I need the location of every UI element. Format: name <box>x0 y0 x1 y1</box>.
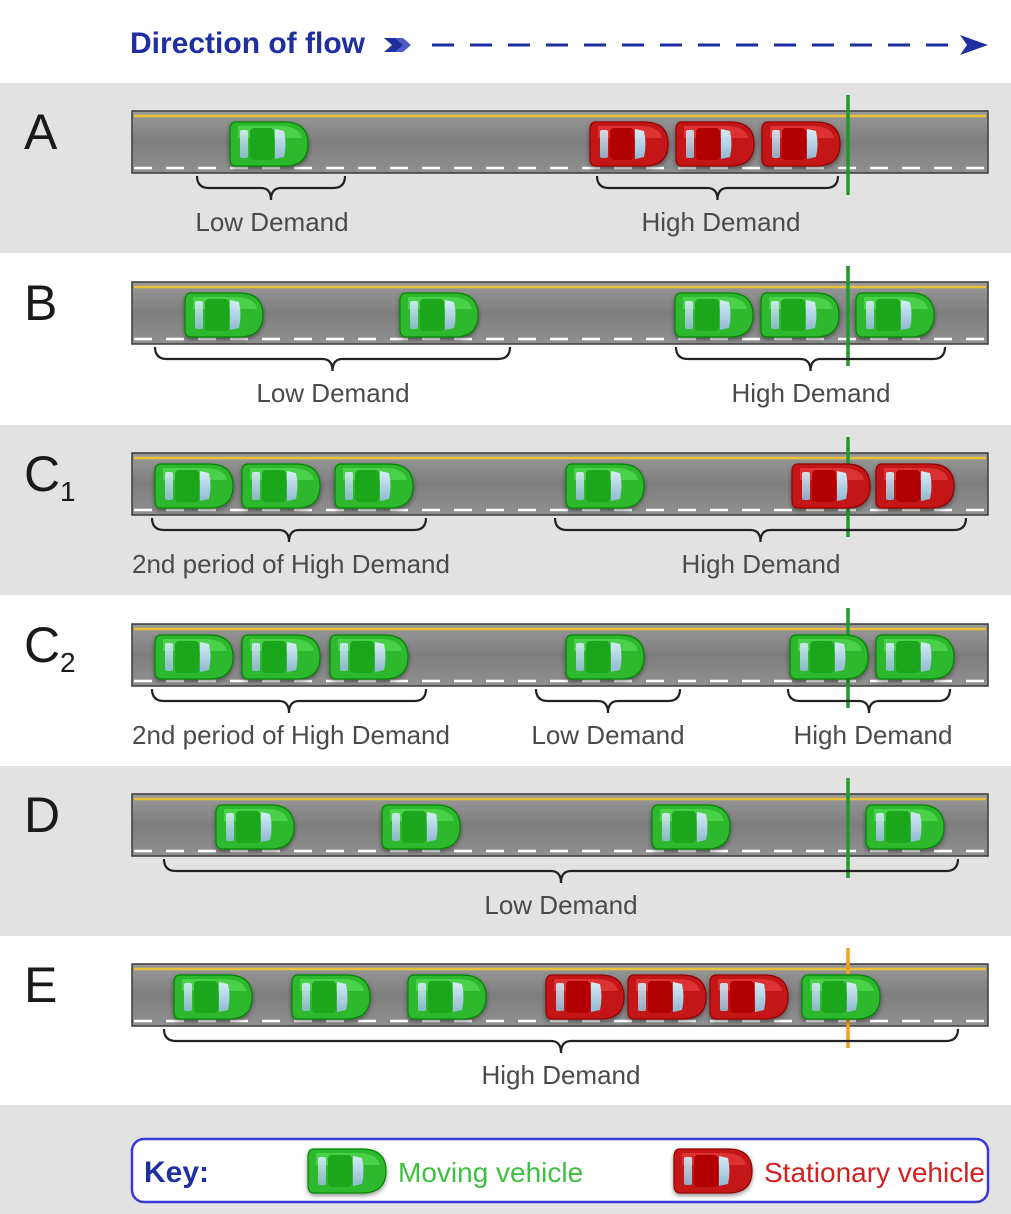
stationary-vehicle <box>675 121 755 167</box>
flow-arrow-icon <box>960 35 988 55</box>
moving-vehicle <box>241 634 321 680</box>
stationary-vehicle <box>761 121 841 167</box>
key-moving-car <box>307 1148 387 1194</box>
row-letter: D <box>24 787 60 843</box>
moving-vehicle <box>334 463 414 509</box>
demand-label: Low Demand <box>195 207 348 237</box>
demand-brace <box>162 1028 960 1054</box>
demand-label: High Demand <box>642 207 801 237</box>
moving-vehicle <box>875 634 955 680</box>
scenario-row-d: D Low Demand <box>0 766 1011 936</box>
moving-vehicle <box>865 804 945 850</box>
row-letter: C <box>24 446 60 502</box>
demand-brace <box>534 688 682 714</box>
demand-label: High Demand <box>732 378 891 408</box>
demand-label: Low Demand <box>484 890 637 920</box>
stationary-vehicle <box>875 463 955 509</box>
demand-label: 2nd period of High Demand <box>132 720 450 750</box>
demand-brace <box>153 346 512 372</box>
moving-vehicle <box>565 463 645 509</box>
moving-vehicle <box>674 292 754 338</box>
demand-brace <box>595 175 840 201</box>
flow-chevron-icon <box>384 38 411 52</box>
key-stationary-car-icon <box>673 1148 753 1194</box>
row-letter: B <box>24 275 57 331</box>
stationary-vehicle <box>709 974 789 1020</box>
row-letter: A <box>24 104 58 160</box>
row-letter: C <box>24 617 60 673</box>
moving-vehicle <box>329 634 409 680</box>
demand-label: High Demand <box>682 549 841 579</box>
flow-header: Direction of flow <box>130 27 988 60</box>
moving-vehicle <box>173 974 253 1020</box>
scenario-row-a: A Low Demand High Demand <box>0 83 1011 253</box>
demand-brace <box>150 517 428 543</box>
moving-vehicle <box>760 292 840 338</box>
demand-label: 2nd period of High Demand <box>132 549 450 579</box>
scenario-row-e: E High Demand <box>24 948 989 1090</box>
key-stationary-car <box>673 1148 753 1194</box>
demand-brace <box>674 346 947 372</box>
moving-vehicle <box>651 804 731 850</box>
demand-brace <box>553 517 968 543</box>
moving-vehicle <box>565 634 645 680</box>
demand-label: High Demand <box>482 1060 641 1090</box>
demand-label: Low Demand <box>531 720 684 750</box>
moving-vehicle <box>241 463 321 509</box>
demand-brace <box>162 858 960 884</box>
moving-vehicle <box>154 463 234 509</box>
row-letter-subscript: 1 <box>60 476 76 507</box>
moving-vehicle <box>154 634 234 680</box>
moving-vehicle <box>215 804 295 850</box>
moving-vehicle <box>855 292 935 338</box>
moving-vehicle <box>184 292 264 338</box>
moving-vehicle <box>381 804 461 850</box>
demand-brace <box>786 688 952 714</box>
key-section: Key: Moving vehicle Stationary vehicle <box>0 1105 1011 1214</box>
key-stationary-label: Stationary vehicle <box>764 1157 985 1188</box>
stationary-vehicle <box>791 463 871 509</box>
key-moving-label: Moving vehicle <box>398 1157 583 1188</box>
demand-label: Low Demand <box>256 378 409 408</box>
stationary-vehicle <box>545 974 625 1020</box>
moving-vehicle <box>229 121 309 167</box>
moving-vehicle <box>291 974 371 1020</box>
demand-brace <box>150 688 428 714</box>
flow-title: Direction of flow <box>130 27 366 60</box>
stationary-vehicle <box>627 974 707 1020</box>
row-letter: E <box>24 957 57 1013</box>
key-title: Key: <box>144 1156 209 1189</box>
moving-vehicle <box>399 292 479 338</box>
row-letter-subscript: 2 <box>60 647 76 678</box>
demand-brace <box>195 175 347 201</box>
moving-vehicle <box>801 974 881 1020</box>
demand-label: High Demand <box>794 720 953 750</box>
moving-vehicle <box>407 974 487 1020</box>
key-moving-car-icon <box>307 1148 387 1194</box>
scenario-row-b: B Low Demand High Demand <box>24 266 989 408</box>
road <box>131 281 989 345</box>
moving-vehicle <box>789 634 869 680</box>
stationary-vehicle <box>589 121 669 167</box>
